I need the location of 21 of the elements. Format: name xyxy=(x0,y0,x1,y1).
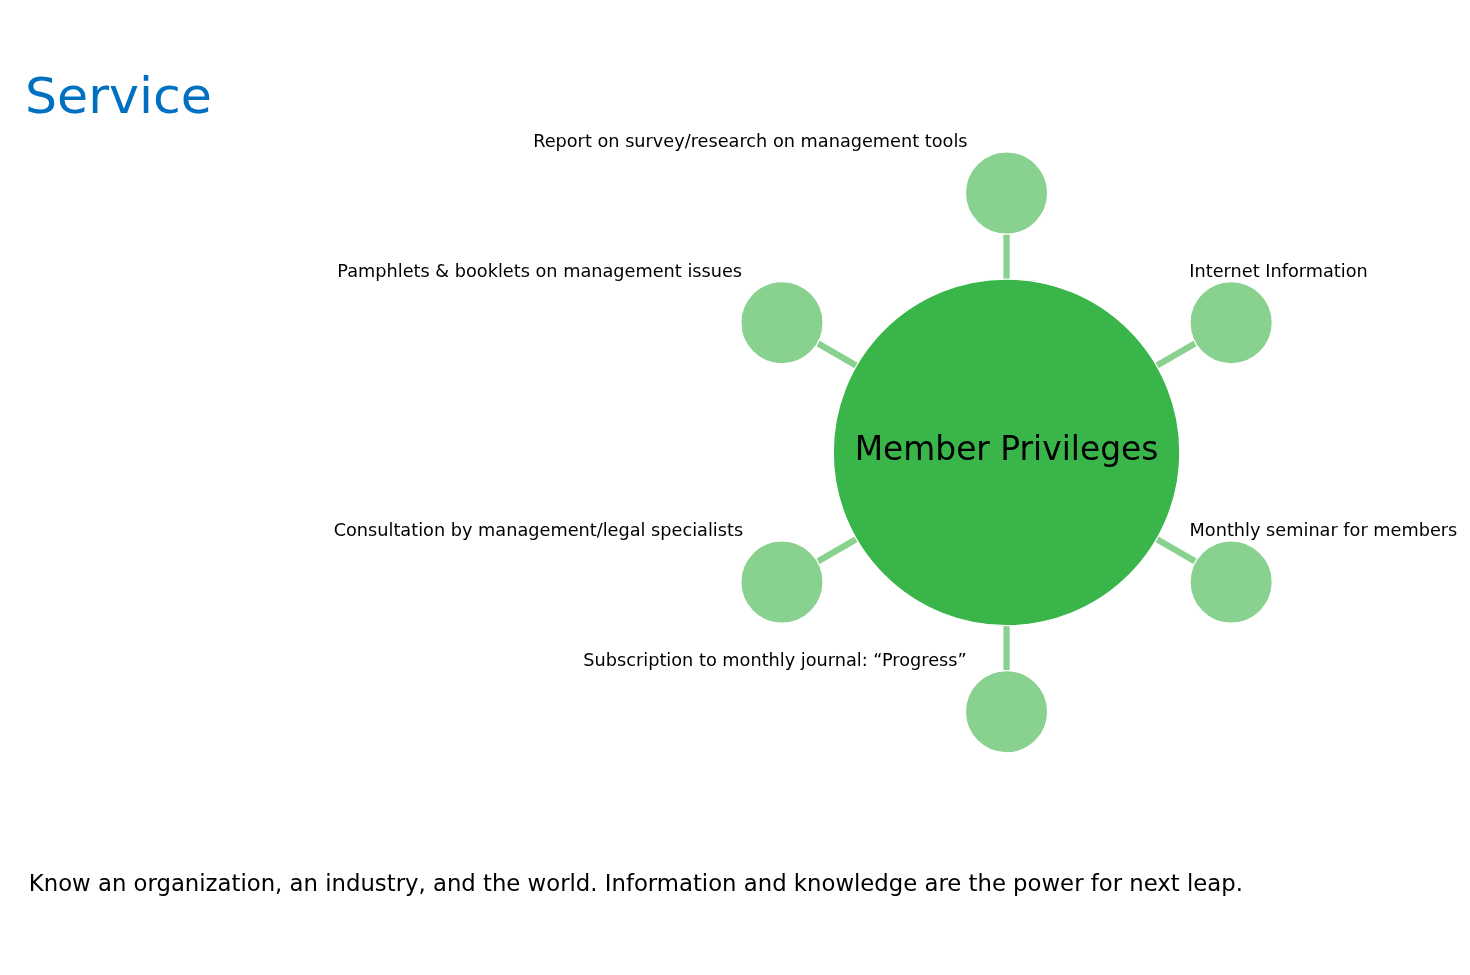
diagram-title: Service xyxy=(24,65,212,125)
connector xyxy=(1154,536,1197,565)
node-label: Pamphlets & booklets on management issues xyxy=(336,260,742,281)
node-label: Internet Information xyxy=(1188,260,1368,281)
node-label: Subscription to monthly journal: “Progress” xyxy=(582,649,967,670)
node-label: Consultation by management/legal specialists xyxy=(333,520,743,541)
connector xyxy=(1154,340,1197,369)
connector xyxy=(1002,625,1010,671)
node-circle xyxy=(964,151,1048,235)
node-label: Monthly seminar for members xyxy=(1189,520,1457,541)
node-circle xyxy=(739,540,824,624)
node-circle xyxy=(739,280,824,365)
label: Know an organization, an industry, and the world. Information and knowledge are the power for next leap. xyxy=(28,869,1243,896)
connector xyxy=(815,536,858,565)
node-circle xyxy=(1188,540,1273,624)
connector xyxy=(1002,234,1010,280)
node-circle: Member Privileges xyxy=(832,278,1180,627)
node-circle xyxy=(1188,280,1273,365)
node-circle xyxy=(964,669,1048,754)
connector xyxy=(815,340,858,369)
node-label: Report on survey/research on management tools xyxy=(532,131,968,152)
